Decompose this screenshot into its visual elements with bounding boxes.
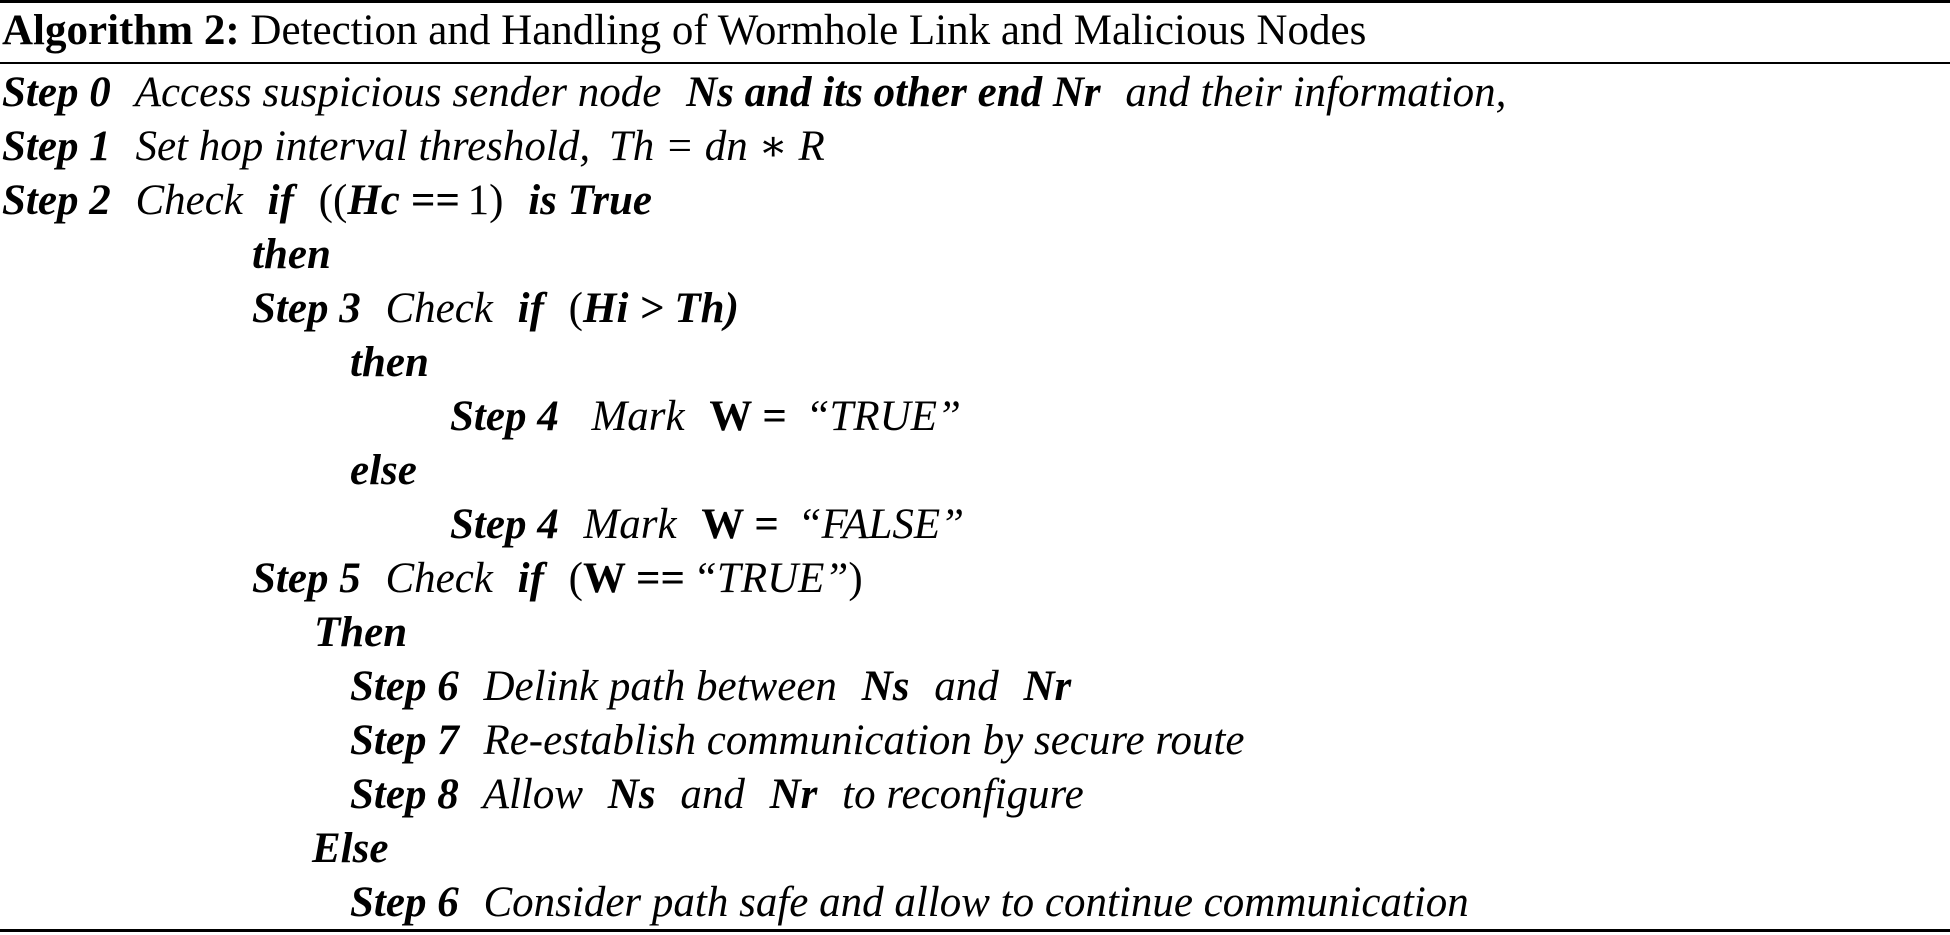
step-6-line: Step 6 Delink path between Ns and Nr — [350, 660, 1071, 714]
keyword-else: Else — [312, 825, 389, 872]
paren-open: (( — [318, 177, 348, 224]
paren-open: ( — [568, 285, 583, 332]
step-text: Re-establish communication by secure rou… — [483, 717, 1245, 764]
keyword-then: then — [350, 339, 429, 386]
step-text: and — [934, 663, 999, 710]
step-label: Step 7 — [350, 717, 459, 764]
step-2-line: Step 2 Check if ((Hc ==1) is True — [2, 174, 652, 228]
then-line: then — [252, 228, 331, 282]
then-block-line: Then — [314, 606, 407, 660]
step-7-line: Step 7 Re-establish communication by sec… — [350, 714, 1245, 768]
step-label: Step 3 — [252, 285, 361, 332]
step-label: Step 4 — [450, 501, 559, 548]
else-block-line: Else — [312, 822, 388, 876]
condition-is-true: is True — [528, 177, 653, 224]
step-label: Step 2 — [2, 177, 111, 224]
keyword-if: if — [267, 177, 294, 224]
algorithm-label: Algorithm 2: — [2, 7, 240, 54]
step-text: Access suspicious sender node — [134, 69, 662, 116]
paren-close: ) — [848, 555, 863, 602]
then-line: then — [350, 336, 429, 390]
keyword-then: then — [252, 231, 331, 278]
step-text: and their information, — [1125, 69, 1507, 116]
step-text: Check — [385, 555, 493, 602]
step-8-line: Step 8 Allow Ns and Nr to reconfigure — [350, 768, 1084, 822]
step-5-line: Step 5 Check if (W ==“TRUE”) — [252, 552, 863, 606]
node-ns: Ns — [861, 663, 910, 710]
algorithm-title: Algorithm 2: Detection and Handling of W… — [2, 4, 1366, 58]
else-line: else — [350, 444, 417, 498]
step-text: Allow — [482, 771, 584, 818]
assign-w: W = — [709, 393, 787, 440]
step-label: Step 5 — [252, 555, 361, 602]
keyword-if: if — [517, 555, 544, 602]
step-3-line: Step 3 Check if (Hi > Th) — [252, 282, 739, 336]
header-rule — [0, 62, 1950, 64]
step-text: to reconfigure — [842, 771, 1084, 818]
step-label: Step 6 — [350, 879, 459, 926]
condition-value: 1) — [467, 177, 504, 224]
value-true: “TRUE” — [805, 393, 961, 440]
step-4-false-line: Step 4 Mark W = “FALSE” — [450, 498, 964, 552]
threshold-formula: Th = dn ∗ R — [608, 123, 825, 170]
node-nr: Nr — [769, 771, 818, 818]
step-text: Consider path safe and allow to continue… — [483, 879, 1469, 926]
node-ns: Ns — [607, 771, 656, 818]
step-text: Check — [135, 177, 243, 224]
top-rule — [0, 0, 1950, 3]
step-6-else-line: Step 6 Consider path safe and allow to c… — [350, 876, 1469, 930]
step-4-true-line: Step 4 Mark W = “TRUE” — [450, 390, 961, 444]
keyword-else: else — [350, 447, 417, 494]
keyword-if: if — [517, 285, 544, 332]
step-label: Step 0 — [2, 69, 111, 116]
step-0-line: Step 0 Access suspicious sender node Ns … — [2, 66, 1506, 120]
bottom-rule — [0, 929, 1950, 932]
value-true: “TRUE” — [692, 555, 849, 602]
step-text-bold: Ns and its other end Nr — [686, 69, 1101, 116]
step-text: and — [680, 771, 745, 818]
condition-hc: Hc == — [347, 177, 460, 224]
step-text: Check — [385, 285, 493, 332]
step-label: Step 1 — [2, 123, 111, 170]
step-1-line: Step 1 Set hop interval threshold, Th = … — [2, 120, 825, 174]
condition-w: W == — [583, 555, 685, 602]
assign-w: W = — [701, 501, 779, 548]
value-false: “FALSE” — [797, 501, 965, 548]
step-text: Set hop interval threshold, — [135, 123, 591, 170]
step-label: Step 4 — [450, 393, 559, 440]
node-nr: Nr — [1023, 663, 1072, 710]
step-text: Mark — [583, 501, 677, 548]
step-text: Mark — [591, 393, 685, 440]
keyword-then: Then — [314, 609, 408, 656]
step-label: Step 8 — [350, 771, 459, 818]
step-text: Delink path between — [483, 663, 837, 710]
algorithm-name: Detection and Handling of Wormhole Link … — [250, 7, 1367, 54]
paren-open: ( — [568, 555, 583, 602]
condition-hi-th: Hi > Th) — [583, 285, 739, 332]
step-label: Step 6 — [350, 663, 459, 710]
